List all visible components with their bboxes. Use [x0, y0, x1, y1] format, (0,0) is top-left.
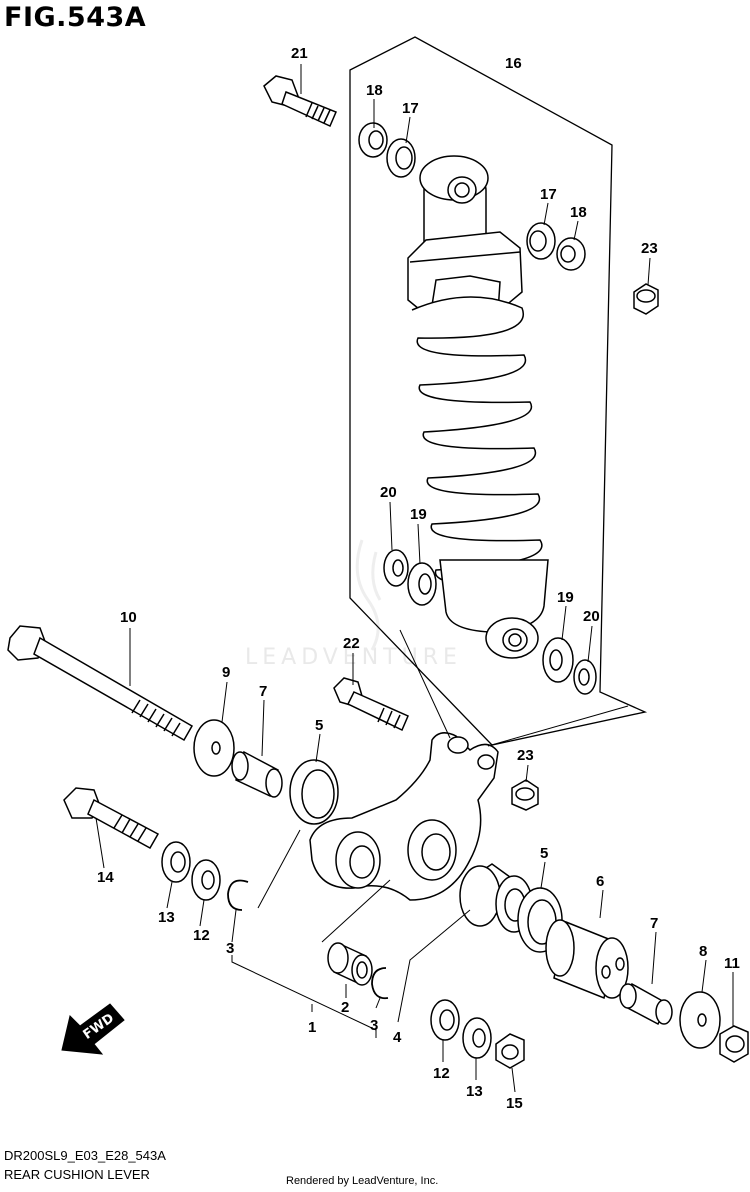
bearing-4[interactable] [459, 863, 533, 933]
callout-15: 15 [506, 1095, 523, 1112]
bolt-14[interactable] [63, 787, 160, 850]
callout-17-upper: 17 [402, 100, 419, 117]
nut-11[interactable] [719, 1025, 749, 1063]
callout-16: 16 [505, 55, 522, 72]
callout-5-left: 5 [315, 717, 323, 734]
render-credit: Rendered by LeadVenture, Inc. [286, 1175, 439, 1187]
washer-9[interactable] [193, 719, 235, 777]
callout-3-lower: 3 [370, 1017, 378, 1034]
nut-23-upper[interactable] [633, 283, 659, 315]
washer-8[interactable] [679, 991, 721, 1049]
spacer-6[interactable] [545, 919, 629, 1000]
callout-3-left: 3 [226, 940, 234, 957]
callout-17-right: 17 [540, 186, 557, 203]
callout-20-right: 20 [583, 608, 600, 625]
callout-19-right: 19 [557, 589, 574, 606]
spacer-7-right[interactable] [619, 982, 673, 1026]
dust-seal-17-upper[interactable] [386, 138, 416, 178]
watermark-logo [355, 539, 382, 651]
bushing-18-upper[interactable] [358, 122, 388, 158]
callout-8: 8 [699, 943, 707, 960]
bushing-18-right[interactable] [556, 237, 586, 271]
bolt-22[interactable] [333, 677, 409, 732]
callout-7-left: 7 [259, 683, 267, 700]
figure-code: DR200SL9_E03_E28_543A [4, 1148, 166, 1163]
callout-12-lower: 12 [433, 1065, 450, 1082]
callout-23-lower: 23 [517, 747, 534, 764]
washer-19-left[interactable] [407, 562, 437, 606]
watermark-text: LEADVENTURE [245, 645, 462, 670]
callout-5-right: 5 [540, 845, 548, 862]
callout-10: 10 [120, 609, 137, 626]
callout-21: 21 [291, 45, 308, 62]
callout-7-right: 7 [650, 915, 658, 932]
callout-11: 11 [724, 955, 740, 972]
bolt-21[interactable] [263, 75, 337, 128]
callout-numbers: 21 16 18 17 17 18 23 20 19 19 20 10 22 9… [97, 45, 740, 1112]
leader-lines [95, 64, 734, 1093]
callout-18-upper: 18 [366, 82, 383, 99]
callout-13-lower: 13 [466, 1083, 483, 1100]
callout-9: 9 [222, 664, 230, 681]
callout-23-upper: 23 [641, 240, 658, 257]
bolt-10[interactable] [7, 625, 194, 742]
circlip-3-left[interactable] [227, 879, 249, 911]
callout-2: 2 [341, 999, 349, 1016]
figure-name: REAR CUSHION LEVER [4, 1167, 150, 1182]
spacer-7-left[interactable] [231, 750, 283, 798]
washer-12-left[interactable] [191, 859, 221, 901]
nut-15[interactable] [495, 1033, 525, 1069]
callout-1: 1 [308, 1019, 316, 1036]
callout-22: 22 [343, 635, 360, 652]
callout-19-left: 19 [410, 506, 427, 523]
shock-absorber[interactable] [407, 155, 549, 659]
washer-13-left[interactable] [161, 841, 191, 883]
washer-19-right[interactable] [542, 637, 574, 683]
washer-20-left[interactable] [383, 549, 409, 587]
callout-14: 14 [97, 869, 114, 886]
washer-12-lower[interactable] [430, 999, 460, 1041]
cushion-lever[interactable] [309, 732, 499, 901]
callout-12-left: 12 [193, 927, 210, 944]
washer-20-right[interactable] [573, 659, 597, 695]
nut-23-lower[interactable] [511, 779, 539, 811]
fwd-arrow-icon: FWD [61, 1003, 125, 1055]
circlip-3-lower[interactable] [371, 967, 389, 1000]
figure-title: FIG.543A [4, 2, 147, 33]
shock-assembly-box [349, 36, 648, 746]
oil-seal-5-left[interactable] [289, 759, 339, 825]
callout-4: 4 [393, 1029, 402, 1046]
callout-20-left: 20 [380, 484, 397, 501]
bushing-2[interactable] [327, 942, 373, 986]
dust-seal-17-right[interactable] [526, 222, 556, 260]
washer-13-lower[interactable] [462, 1017, 492, 1059]
callout-18-right: 18 [570, 204, 587, 221]
callout-6: 6 [596, 873, 604, 890]
callout-13-left: 13 [158, 909, 175, 926]
